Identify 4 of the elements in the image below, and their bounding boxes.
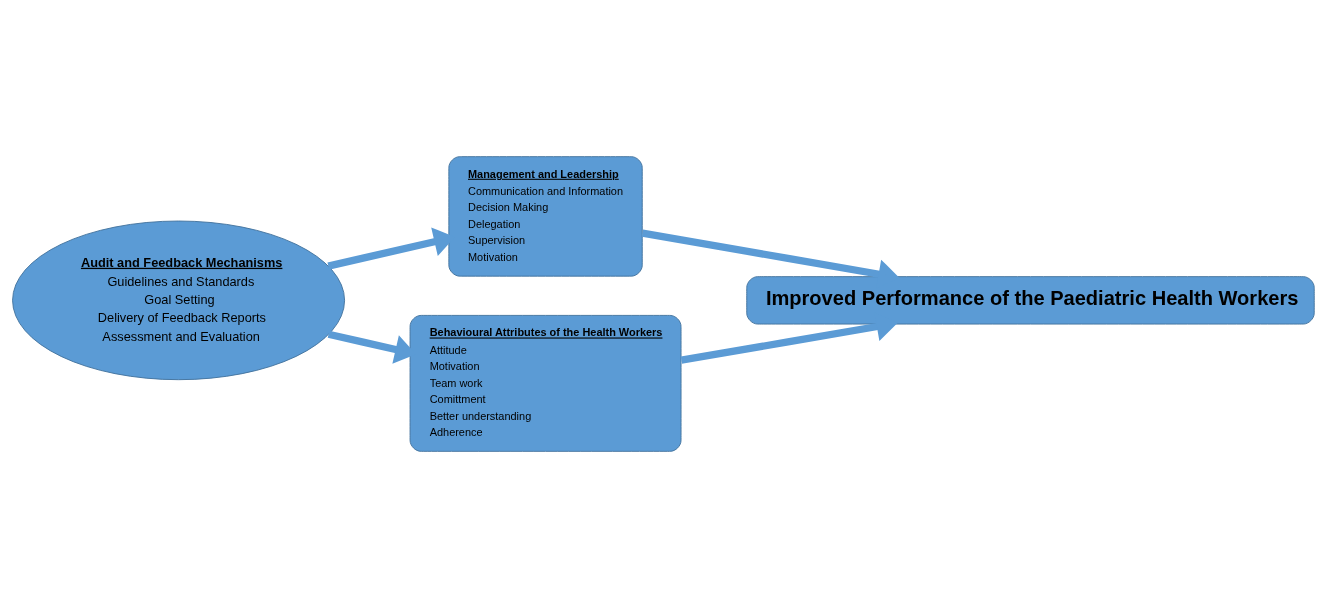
node-box: Management and Leadership Communication and Information Decision Making Delegation Supervision Motivation	[448, 156, 643, 277]
node-box: Behavioural Attributes of the Health Workers Attitude Motivation Team work Comittment Better understanding Adherence	[409, 314, 682, 452]
node-box: Improved Performance of the Paediatric Health Workers	[746, 276, 1315, 325]
node-ellipse: Audit and Feedback Mechanisms Guidelines and Standards Goal Setting Delivery of Feedback Reports Assessment and Evaluation	[12, 220, 346, 381]
